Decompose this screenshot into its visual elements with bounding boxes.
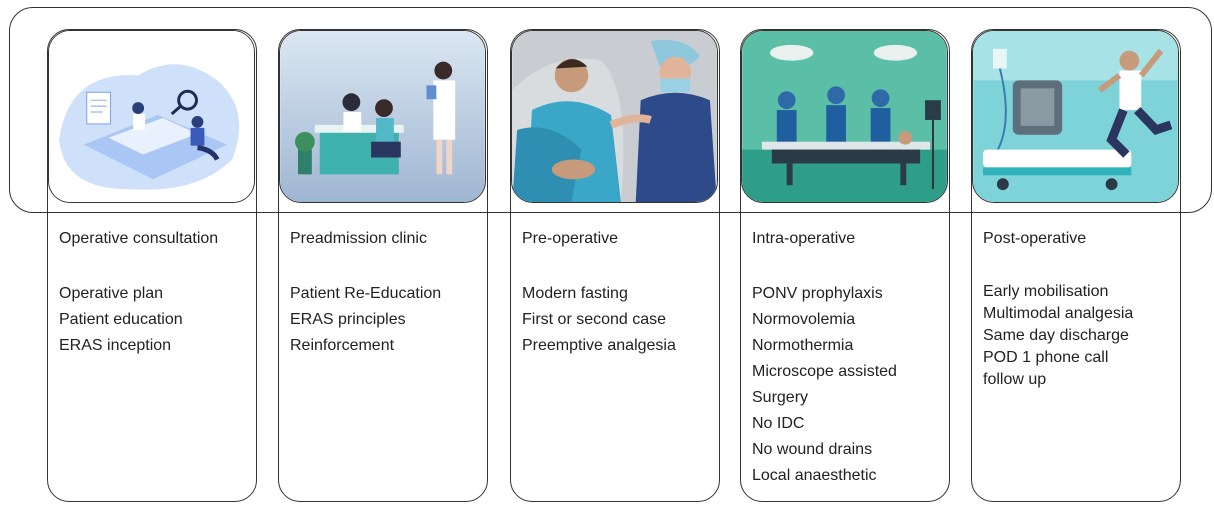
list-item: Microscope assisted [752, 363, 897, 380]
list-item: No IDC [752, 415, 805, 432]
list-item: Reinforcement [290, 337, 395, 354]
image-banner [9, 7, 1212, 213]
stage-operative-consultation: Operative consultation Operative plan Pa… [47, 29, 257, 502]
list-item: Early mobilisation [983, 283, 1109, 300]
list-item: Local anaesthetic [752, 467, 877, 484]
stage-post-operative: Post-operative Early mobilisation Multim… [971, 29, 1181, 502]
list-item: PONV prophylaxis [752, 285, 883, 302]
stage-heading: Operative consultation [59, 230, 219, 247]
postoperative-recovery-illustration-icon [972, 30, 1179, 203]
list-item: Preemptive analgesia [522, 337, 676, 354]
stage-preadmission-clinic: Preadmission clinic Patient Re-Education… [278, 29, 488, 502]
list-item: ERAS inception [59, 337, 172, 354]
list-item: POD 1 phone call [983, 349, 1109, 366]
stage-item-list: Early mobilisation Multimodal analgesia … [983, 281, 1133, 391]
stage-item-list: Patient Re-Education ERAS principles Rei… [290, 281, 441, 359]
stage-heading: Intra-operative [752, 230, 856, 247]
list-item: Multimodal analgesia [983, 305, 1134, 322]
stage-item-list: Modern fasting First or second case Pree… [522, 281, 676, 359]
operating-room-illustration-icon [741, 30, 948, 203]
list-item: ERAS principles [290, 311, 406, 328]
list-item: Patient Re-Education [290, 285, 442, 302]
list-item: Modern fasting [522, 285, 628, 302]
list-item: follow up [983, 371, 1047, 388]
stage-item-list: PONV prophylaxis Normovolemia Normotherm… [752, 281, 897, 489]
list-item: Normovolemia [752, 311, 856, 328]
list-item: Same day discharge [983, 327, 1129, 344]
list-item: Patient education [59, 311, 183, 328]
list-item: First or second case [522, 311, 667, 328]
list-item: Operative plan [59, 285, 164, 302]
stage-item-list: Operative plan Patient education ERAS in… [59, 281, 183, 359]
list-item: Normothermia [752, 337, 854, 354]
stage-heading: Pre-operative [522, 230, 619, 247]
preoperative-patient-illustration-icon [511, 30, 718, 203]
list-item: No wound drains [752, 441, 873, 458]
stage-heading: Preadmission clinic [290, 230, 427, 247]
stage-heading: Post-operative [983, 230, 1087, 247]
consultation-illustration-icon [48, 30, 255, 203]
stage-intra-operative: Intra-operative PONV prophylaxis Normovo… [740, 29, 950, 502]
list-item: Surgery [752, 389, 809, 406]
preadmission-clinic-illustration-icon [279, 30, 486, 203]
stage-pre-operative: Pre-operative Modern fasting First or se… [510, 29, 720, 502]
